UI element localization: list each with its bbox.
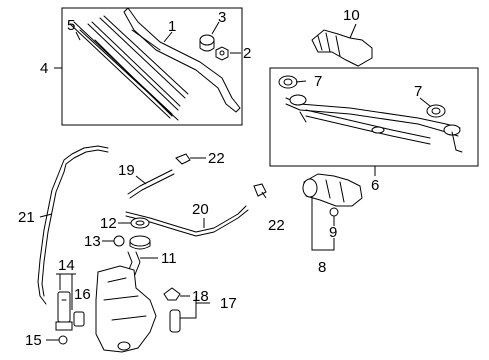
level-sensor <box>169 309 181 333</box>
linkage-group-box <box>269 67 479 167</box>
arm-nut <box>215 46 229 61</box>
pivot-cap-right <box>426 104 446 118</box>
filler-cap <box>129 235 151 250</box>
callout-18: 18 <box>192 288 209 305</box>
arm-cap <box>199 34 215 52</box>
callout-20: 20 <box>192 201 209 218</box>
pivot-cap-left <box>278 75 298 89</box>
callout-15: 15 <box>25 332 42 349</box>
callout-22-lower: 22 <box>268 217 285 234</box>
callout-11: 11 <box>161 250 177 267</box>
washer-reservoir <box>95 265 157 353</box>
leader-lines <box>39 21 431 341</box>
callout-14: 14 <box>58 257 75 274</box>
washer-hose-19 <box>127 169 175 199</box>
callout-8: 8 <box>318 259 326 276</box>
callout-7-left: 7 <box>314 73 322 90</box>
callout-7-right: 7 <box>414 83 422 100</box>
wiper-blade-group-box <box>61 7 243 126</box>
callout-13: 13 <box>84 233 101 250</box>
washer-nozzle-lower <box>253 183 267 197</box>
callout-9: 9 <box>329 224 337 241</box>
callout-2: 2 <box>243 45 251 62</box>
pump-seal <box>73 311 85 327</box>
wiper-linkage <box>285 94 463 153</box>
callout-22-upper: 22 <box>208 150 225 167</box>
callout-5: 5 <box>67 17 75 34</box>
callout-12: 12 <box>100 215 117 232</box>
level-sensor-cap <box>163 287 181 301</box>
washer-pump <box>55 291 73 331</box>
wiper-blades <box>69 15 189 121</box>
callout-10: 10 <box>343 7 360 24</box>
callout-3: 3 <box>218 9 226 26</box>
wiper-arm <box>123 7 241 113</box>
washer-hose-20 <box>125 205 249 237</box>
washer-hose-21 <box>37 145 109 305</box>
callout-1: 1 <box>168 18 176 35</box>
wiper-motor <box>302 173 363 207</box>
callout-17: 17 <box>220 295 237 312</box>
motor-cover <box>311 29 373 67</box>
callout-19: 19 <box>118 162 135 179</box>
callout-16: 16 <box>74 286 91 303</box>
washer-nozzle-upper <box>175 153 191 165</box>
reservoir-cap <box>130 217 150 229</box>
motor-bolt <box>329 207 339 217</box>
grommet <box>113 235 125 247</box>
callout-6: 6 <box>371 177 379 194</box>
callout-21: 21 <box>18 209 35 226</box>
callout-4: 4 <box>40 60 48 77</box>
pump-grommet <box>58 335 68 345</box>
